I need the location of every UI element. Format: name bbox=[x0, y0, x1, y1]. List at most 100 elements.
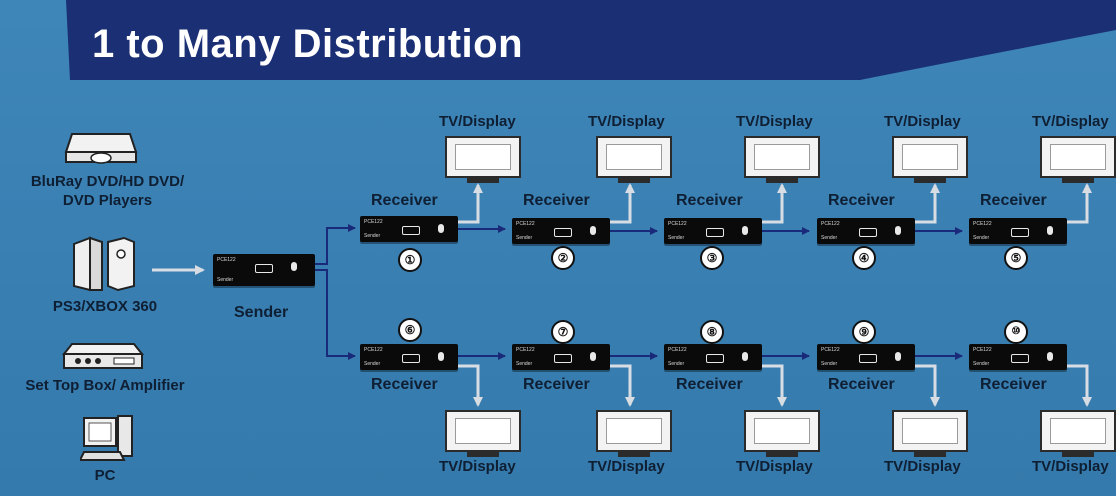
hdmi-port-icon bbox=[1011, 354, 1029, 363]
pc-label: PC bbox=[94, 467, 116, 484]
device-model-text: PCE122 bbox=[973, 221, 992, 227]
device-model-text: PCE122 bbox=[668, 347, 687, 353]
device-model-text: PCE122 bbox=[821, 221, 840, 227]
receiver-number-10: ⑩ bbox=[1004, 320, 1028, 344]
receiver-label-1: Receiver bbox=[371, 192, 438, 209]
tv-display-label-9: TV/Display bbox=[884, 458, 961, 475]
led-icon bbox=[1047, 226, 1053, 235]
device-sublabel: Sender bbox=[668, 361, 685, 367]
hdmi-port-icon bbox=[255, 264, 273, 273]
receiver-label-2: Receiver bbox=[523, 192, 590, 209]
tv-screen bbox=[606, 418, 662, 444]
tv-display-4 bbox=[892, 136, 968, 183]
tv-display-label-1: TV/Display bbox=[439, 113, 516, 130]
tv-stand bbox=[766, 178, 798, 183]
tv-screen bbox=[902, 418, 958, 444]
sender-model-text: PCE122 bbox=[217, 257, 236, 263]
tv-stand bbox=[914, 452, 946, 457]
tv-arrow-7 bbox=[610, 364, 635, 407]
receiver-number-7: ⑦ bbox=[551, 320, 575, 344]
tv-screen bbox=[1050, 144, 1106, 170]
tv-arrow-1 bbox=[458, 183, 483, 224]
tv-display-label-3: TV/Display bbox=[736, 113, 813, 130]
device-model-text: PCE122 bbox=[516, 221, 535, 227]
tv-screen bbox=[1050, 418, 1106, 444]
sender-arrow-top bbox=[315, 224, 356, 265]
tv-display-1 bbox=[445, 136, 521, 183]
device-sublabel: Sender bbox=[516, 235, 533, 241]
tv-display-6 bbox=[445, 410, 521, 457]
receiver-number-2: ② bbox=[551, 246, 575, 270]
tv-display-7 bbox=[596, 410, 672, 457]
device-sublabel: Sender bbox=[821, 361, 838, 367]
tv-display-label-10: TV/Display bbox=[1032, 458, 1109, 475]
device-sublabel: Sender bbox=[973, 361, 990, 367]
game-console-icon bbox=[73, 236, 135, 292]
tv-display-2 bbox=[596, 136, 672, 183]
led-icon bbox=[438, 352, 444, 361]
tv-display-9 bbox=[892, 410, 968, 457]
tv-stand bbox=[618, 178, 650, 183]
receiver-label-3: Receiver bbox=[676, 192, 743, 209]
bluray-player-icon bbox=[64, 133, 138, 164]
receiver-label-5: Receiver bbox=[980, 192, 1047, 209]
bluray-label: BluRay DVD/HD DVD/ DVD Players bbox=[10, 172, 205, 210]
led-icon bbox=[742, 226, 748, 235]
receiver-label-7: Receiver bbox=[523, 376, 590, 393]
device-model-text: PCE122 bbox=[973, 347, 992, 353]
device-sublabel: Sender bbox=[516, 361, 533, 367]
hdmi-port-icon bbox=[554, 354, 572, 363]
tv-display-label-6: TV/Display bbox=[439, 458, 516, 475]
led-icon bbox=[590, 352, 596, 361]
hdmi-port-icon bbox=[402, 226, 420, 235]
tv-display-label-2: TV/Display bbox=[588, 113, 665, 130]
tv-stand bbox=[1062, 452, 1094, 457]
tv-arrow-3 bbox=[762, 183, 787, 224]
tv-screen bbox=[902, 144, 958, 170]
led-icon bbox=[742, 352, 748, 361]
device-model-text: PCE122 bbox=[516, 347, 535, 353]
receiver-number-1: ① bbox=[398, 248, 422, 272]
tv-stand bbox=[467, 452, 499, 457]
tv-display-label-8: TV/Display bbox=[736, 458, 813, 475]
tv-screen bbox=[455, 418, 511, 444]
hdmi-port-icon bbox=[859, 228, 877, 237]
receiver-number-3: ③ bbox=[700, 246, 724, 270]
tv-arrow-8 bbox=[762, 364, 787, 407]
tv-screen bbox=[455, 144, 511, 170]
led-icon bbox=[895, 226, 901, 235]
receiver-number-5: ⑤ bbox=[1004, 246, 1028, 270]
receiver-label-10: Receiver bbox=[980, 376, 1047, 393]
device-sublabel: Sender bbox=[973, 235, 990, 241]
tv-screen bbox=[754, 144, 810, 170]
tv-screen bbox=[606, 144, 662, 170]
pc-icon bbox=[80, 415, 133, 461]
tv-display-8 bbox=[744, 410, 820, 457]
tv-stand bbox=[1062, 178, 1094, 183]
hdmi-port-icon bbox=[706, 354, 724, 363]
device-model-text: PCE122 bbox=[364, 347, 383, 353]
tv-stand bbox=[618, 452, 650, 457]
tv-screen bbox=[754, 418, 810, 444]
led-icon bbox=[291, 262, 297, 271]
receiver-number-9: ⑨ bbox=[852, 320, 876, 344]
tv-arrow-10 bbox=[1067, 364, 1092, 407]
tv-display-label-5: TV/Display bbox=[1032, 113, 1109, 130]
led-icon bbox=[590, 226, 596, 235]
tv-stand bbox=[914, 178, 946, 183]
device-sublabel: Sender bbox=[821, 235, 838, 241]
receiver-number-6: ⑥ bbox=[398, 318, 422, 342]
receiver-label-9: Receiver bbox=[828, 376, 895, 393]
bluray-label-line1: BluRay DVD/HD DVD/ bbox=[30, 173, 185, 190]
hdmi-port-icon bbox=[706, 228, 724, 237]
tv-display-10 bbox=[1040, 410, 1116, 457]
